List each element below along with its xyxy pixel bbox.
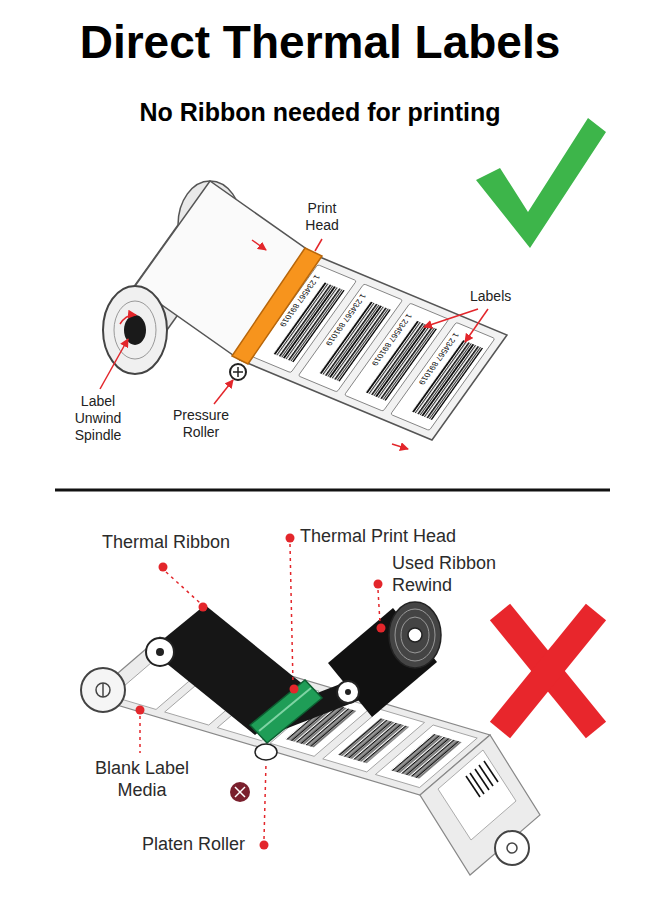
callout-dot (199, 603, 208, 612)
callout-dot (260, 841, 269, 850)
callout-dot (286, 534, 295, 543)
title: Direct Thermal Labels (0, 14, 640, 70)
roller-hub (507, 843, 517, 853)
rewind-face (389, 602, 441, 668)
callout-dot (374, 580, 383, 589)
roll-ring (114, 301, 156, 359)
feed-arrows (120, 240, 408, 449)
bar (475, 769, 489, 790)
leader-line (424, 309, 478, 327)
feed-arrow (252, 240, 266, 250)
leader-line (166, 572, 200, 603)
ribbon-rewind (328, 602, 441, 717)
part-label: Used Ribbon Rewind (392, 553, 507, 596)
part-label: Print Head (298, 200, 346, 234)
leader-line (290, 544, 293, 684)
leader-line (264, 763, 266, 839)
roller-end (230, 364, 246, 380)
bottom-roller (495, 831, 529, 865)
leader-line (139, 716, 141, 753)
leader-line (214, 380, 233, 404)
roller-end (81, 668, 125, 712)
callout-dot (377, 624, 386, 633)
spindle-hub (156, 648, 164, 656)
platen-roller (255, 744, 277, 760)
barcode-number: 1 234567 891019 (416, 331, 461, 385)
marker-cross (235, 787, 245, 797)
label (438, 750, 516, 840)
roll-face (103, 286, 167, 374)
spindle-hub (345, 689, 351, 695)
part-label: Labels (470, 288, 511, 305)
part-label: Label Unwind Spindle (66, 393, 130, 443)
platen-marker (230, 782, 250, 802)
callout-dots (136, 534, 386, 850)
check-mark (476, 118, 606, 248)
marker-dot (230, 782, 250, 802)
part-label: Thermal Ribbon (102, 532, 230, 554)
part-label: Blank Label Media (90, 758, 194, 801)
feed-arrow (392, 444, 408, 449)
thermal-print-head (250, 680, 322, 743)
bar (484, 761, 498, 782)
label-media (420, 735, 540, 875)
part-label: Thermal Print Head (300, 526, 456, 548)
print-head-edge (259, 688, 311, 731)
roller-hub (96, 683, 110, 697)
roller-mark (237, 367, 239, 377)
callout-dot (159, 563, 168, 572)
leader-line (378, 590, 380, 623)
bar (479, 765, 493, 786)
media-roller (81, 668, 125, 712)
label (391, 322, 495, 430)
leader-line (465, 309, 488, 342)
leader-line (315, 239, 322, 251)
callout-dot (136, 706, 145, 715)
part-label: Platen Roller (142, 834, 245, 856)
ribbon-supply-spindle (146, 638, 174, 666)
barcode-number: 1 234567 891019 (370, 312, 415, 366)
bar (466, 776, 480, 797)
barcode-number: 1 234567 891019 (278, 274, 323, 328)
dashed-leaders (140, 544, 380, 839)
rewind-hub (408, 628, 422, 642)
pressure-roller (230, 364, 246, 380)
spindle-end (146, 638, 174, 666)
bar (470, 773, 484, 794)
leader-lines (100, 239, 488, 404)
part-label: Pressure Roller (168, 407, 234, 441)
callout-dot (290, 685, 299, 694)
print-head (232, 248, 322, 364)
ribbon-layer (401, 617, 429, 653)
feed-arrow (120, 315, 136, 324)
divider (55, 489, 610, 492)
subtitle: No Ribbon needed for printing (0, 97, 640, 127)
barcode (466, 761, 498, 797)
marker-cross (235, 787, 245, 797)
cross-stroke (500, 612, 596, 730)
leader-line (100, 339, 128, 389)
spindle-end (337, 681, 359, 703)
roller-mark (102, 683, 104, 697)
ribbon-layer (395, 609, 435, 661)
barcode-number: 1 234567 891019 (324, 293, 369, 347)
cross-mark (500, 612, 596, 730)
printed-label-web (240, 255, 507, 440)
roll-front-face (103, 286, 167, 374)
roller-end (495, 831, 529, 865)
cross-stroke (500, 612, 596, 730)
